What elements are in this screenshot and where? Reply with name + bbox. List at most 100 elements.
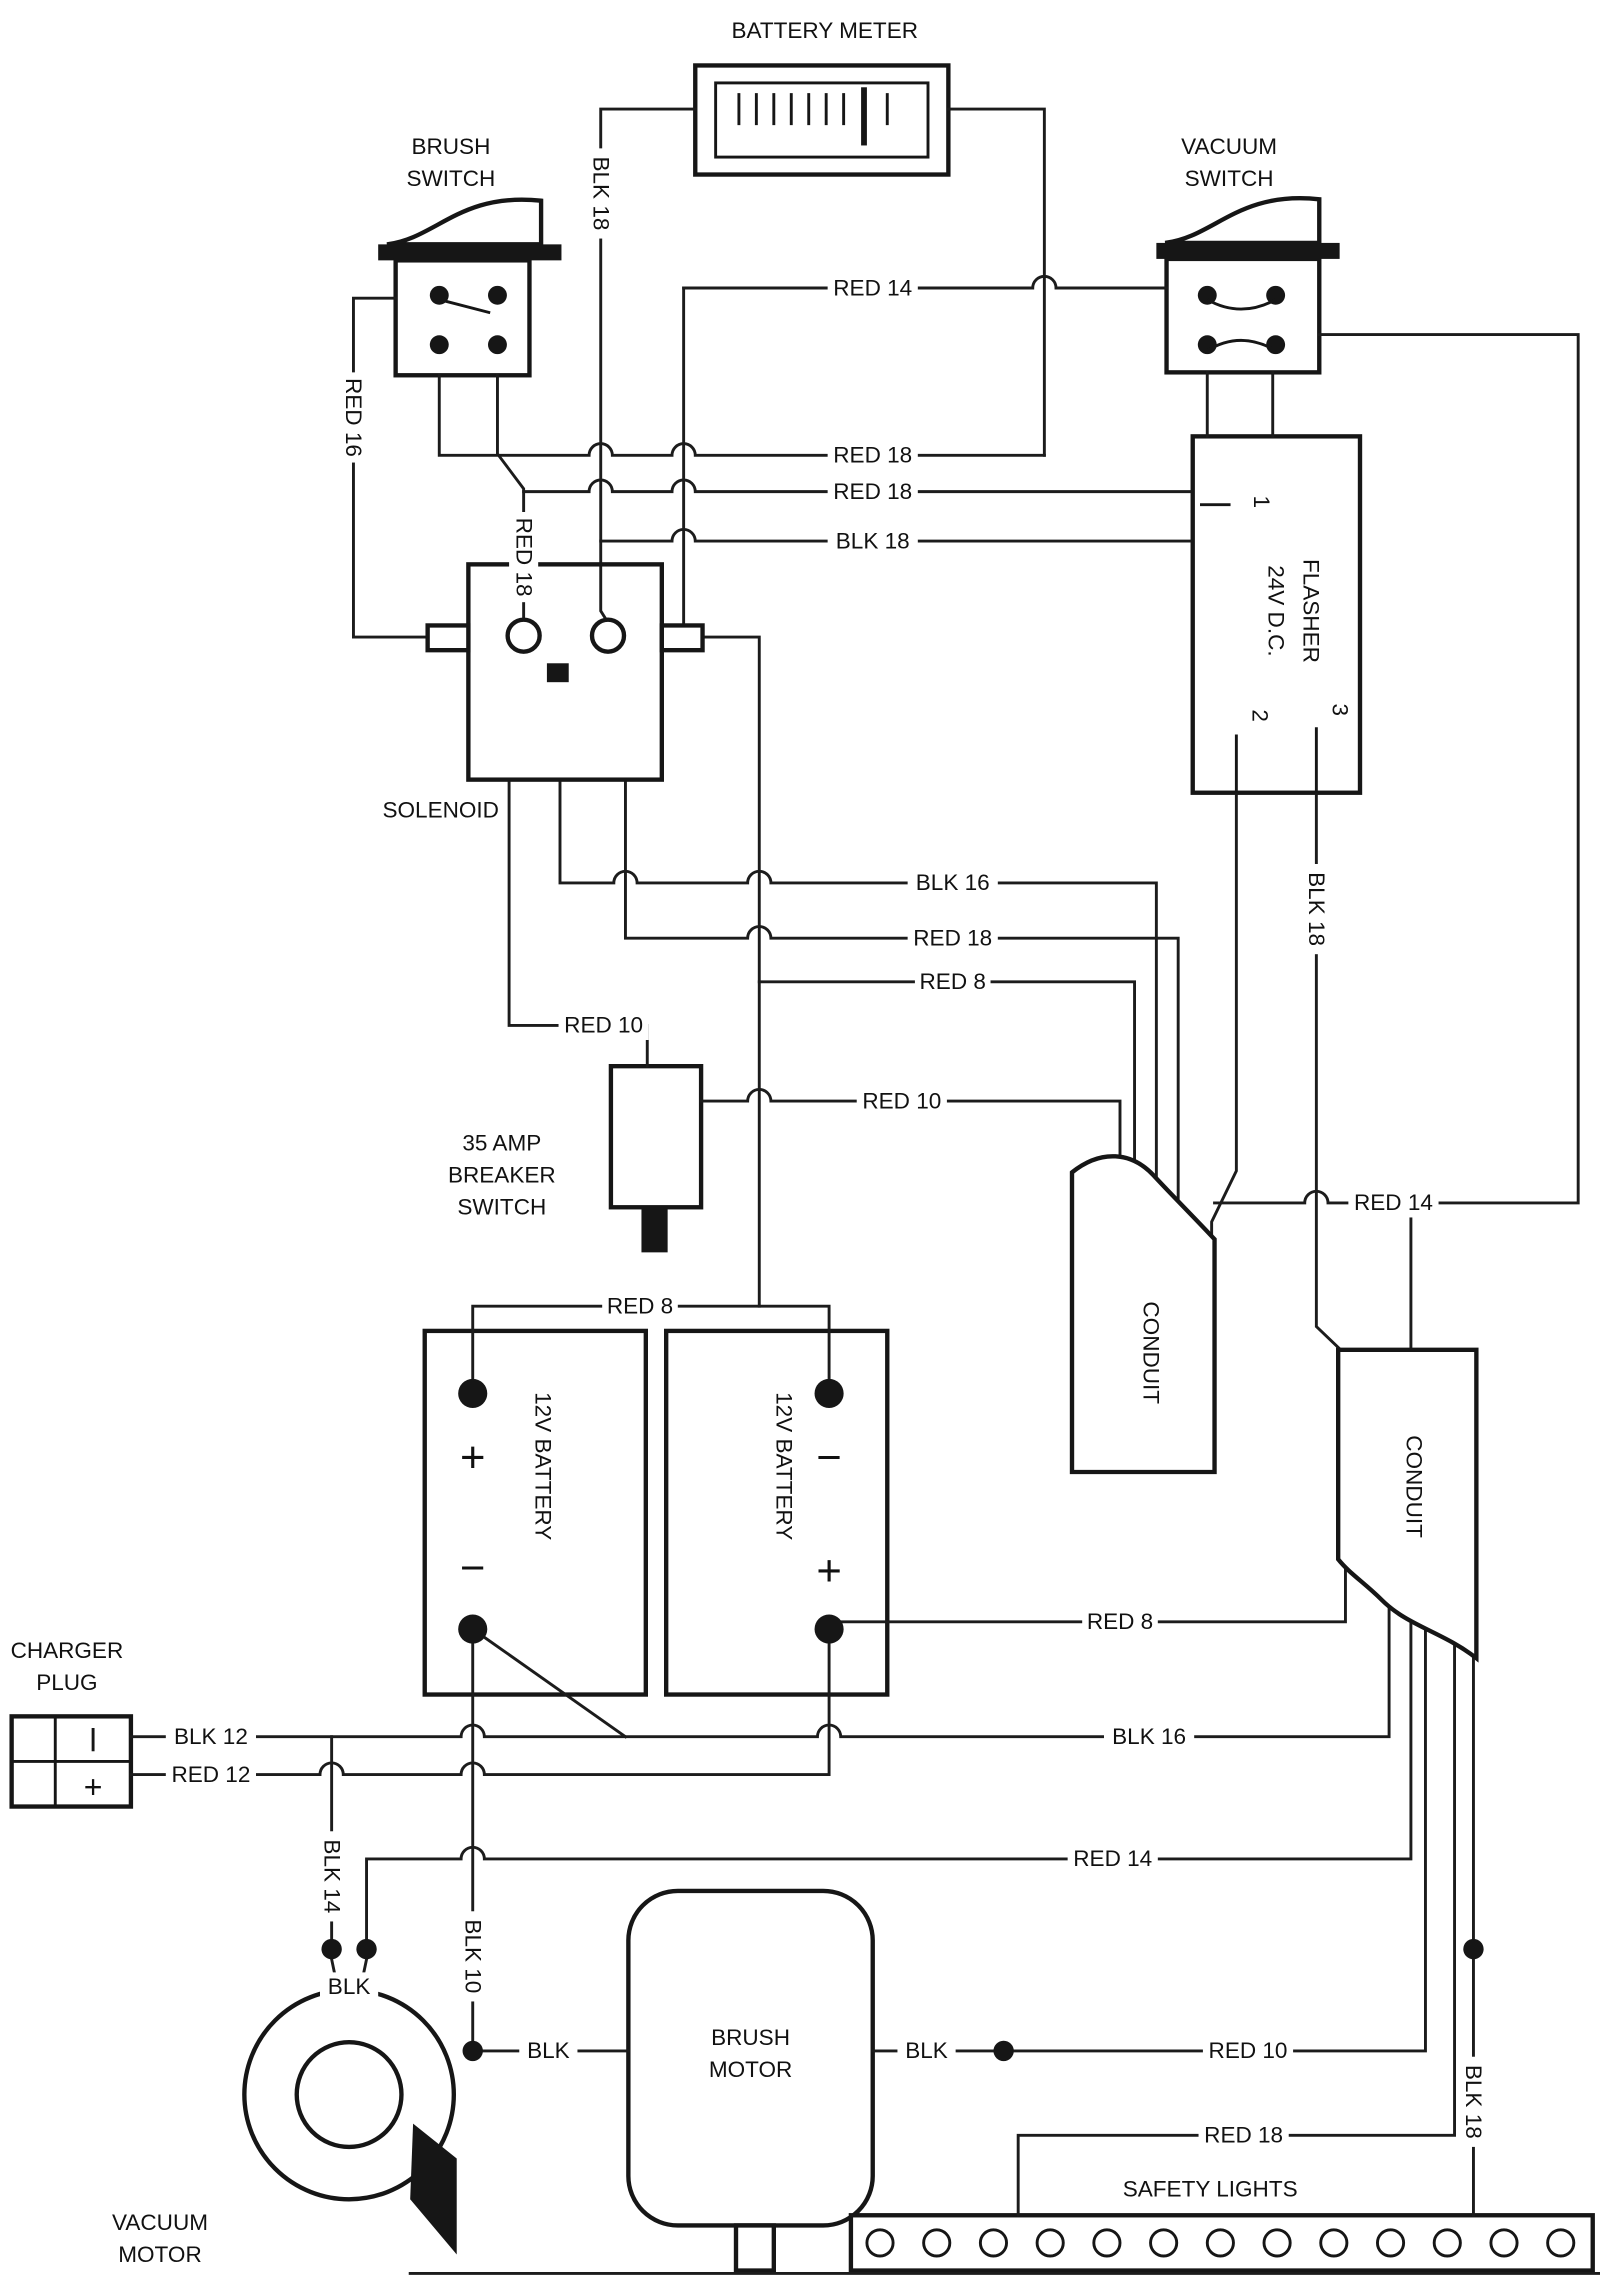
conduit-center-shape	[1069, 1154, 1217, 1475]
wire-label-blk16-low: BLK 16	[1104, 1722, 1195, 1752]
wire-label-red18-solenoid: RED 18	[509, 512, 539, 603]
svg-text:BLK 10: BLK 10	[460, 1919, 485, 1993]
wire-red18-mid	[624, 778, 1180, 1267]
svg-text:RED 8: RED 8	[607, 1293, 673, 1318]
junction-dot-blk18	[1463, 1938, 1484, 1960]
flasher-box	[1190, 434, 1363, 795]
flasher-terminal-2-label: 2	[1247, 709, 1272, 722]
svg-text:BLK: BLK	[905, 2038, 948, 2063]
battery-meter-needle	[861, 87, 867, 146]
wire-label-blk16-mid: BLK 16	[907, 868, 998, 898]
wire-label-blk-brush-l: BLK	[519, 2036, 578, 2066]
svg-text:RED 10: RED 10	[862, 1088, 941, 1113]
wire-label-blk18-lights: BLK 18	[1458, 2056, 1488, 2147]
wire-red14-top	[682, 274, 1168, 290]
junction-dot-brush-right	[993, 2040, 1014, 2062]
wire-label-blk18-flasher-in: BLK 18	[827, 526, 918, 556]
battery-meter-label: BATTERY METER	[731, 18, 918, 43]
wire-batt1-neg-diag	[470, 1627, 628, 1739]
wire-red14-low	[365, 1613, 1413, 1941]
battery2-bottom-sign: +	[816, 1547, 841, 1595]
solenoid-label: SOLENOID	[383, 797, 499, 822]
battery2-label: 12V BATTERY	[772, 1392, 797, 1540]
vacuum-switch-body	[1164, 256, 1322, 375]
charger-plug-plus: +	[84, 1769, 103, 1805]
svg-text:RED 18: RED 18	[913, 925, 992, 950]
svg-text:RED 18: RED 18	[511, 518, 536, 597]
junction-dot-brush-left	[462, 2040, 483, 2062]
battery-meter-inner	[714, 81, 930, 159]
wire-red8-trunk	[701, 635, 761, 1308]
brush-motor-label-1: BRUSH	[711, 2025, 790, 2050]
wire-label-red8-mid: RED 8	[914, 967, 991, 997]
wire-label-blk18-meter: BLK 18	[586, 148, 616, 239]
solenoid-terminal-1	[505, 617, 542, 654]
charger-plug-label-1: CHARGER	[11, 1638, 124, 1663]
svg-text:RED 18: RED 18	[1204, 2123, 1283, 2148]
svg-text:BLK 18: BLK 18	[1304, 872, 1329, 946]
wire-flasher-t2-out	[1210, 791, 1238, 1256]
breaker-label-3: SWITCH	[457, 1195, 546, 1220]
solenoid-tab-left	[425, 623, 471, 653]
vacuum-motor-wedge	[410, 2123, 457, 2255]
vacuum-switch-label-1: VACUUM	[1181, 134, 1277, 159]
wire-red16	[352, 296, 430, 639]
wire-blk16-mid	[558, 778, 1158, 1267]
flasher-label-2: FLASHER	[1298, 559, 1323, 663]
brush-switch-contacts	[429, 285, 507, 355]
breaker-label-1: 35 AMP	[462, 1131, 541, 1156]
svg-text:RED 18: RED 18	[833, 479, 912, 504]
vacuum-motor-label-2: MOTOR	[118, 2242, 201, 2267]
brush-switch-label-2: SWITCH	[406, 166, 495, 191]
wire-red18-a	[437, 373, 1046, 457]
vacuum-switch-contacts	[1197, 285, 1286, 355]
charger-plug-label-2: PLUG	[36, 1670, 97, 1695]
wire-label-blk10: BLK 10	[458, 1911, 488, 2002]
svg-text:BLK: BLK	[527, 2038, 570, 2063]
wire-label-red12: RED 12	[165, 1760, 256, 1790]
wire-red10-b	[699, 1088, 1122, 1267]
wire-label-red18-a: RED 18	[827, 440, 918, 470]
solenoid-block	[546, 663, 569, 683]
wire-label-red14-conduit: RED 14	[1348, 1188, 1439, 1218]
flasher-label-1: 24V D.C.	[1263, 565, 1288, 656]
safety-light-bulbs	[865, 2228, 1576, 2258]
wire-label-red8-batt-link: RED 8	[602, 1291, 678, 1321]
wire-label-red10-a: RED 10	[558, 1010, 649, 1040]
battery2-top-sign: −	[816, 1434, 841, 1482]
svg-text:BLK 18: BLK 18	[836, 528, 910, 553]
svg-text:RED 14: RED 14	[1073, 1846, 1152, 1871]
wire-label-blk-brush-r: BLK	[897, 2036, 956, 2066]
wire-meter-right	[946, 107, 1046, 457]
component-details	[91, 87, 1576, 2258]
wire-label-blk18-flasher-out: BLK 18	[1301, 864, 1331, 955]
breaker-stem	[641, 1207, 668, 1253]
battery-terminals	[458, 1378, 844, 1644]
vacuum-switch-bar	[1156, 242, 1340, 259]
brush-switch-bar	[378, 244, 562, 261]
vacuum-motor-dot-right	[356, 1938, 377, 1960]
svg-text:BLK: BLK	[328, 1974, 371, 1999]
svg-text:BLK 12: BLK 12	[174, 1724, 248, 1749]
vacuum-motor-inner	[294, 2040, 404, 2150]
svg-text:RED 14: RED 14	[833, 275, 912, 300]
flasher-terminal-1-label: 1	[1249, 496, 1274, 509]
labels: BATTERY METER BRUSH SWITCH VACUUM SWITCH…	[11, 18, 1488, 2267]
component-bodies	[9, 63, 1595, 2273]
wire-blk18-meter-left	[599, 107, 697, 625]
wire-label-red8-batt2: RED 8	[1082, 1607, 1158, 1637]
wire-blk-red10-brush-right	[871, 1613, 1427, 2053]
wire-label-red18-b: RED 18	[827, 477, 918, 507]
battery-meter-ticks	[737, 87, 889, 146]
breaker-label-2: BREAKER	[448, 1163, 556, 1188]
vacuum-motor-label-1: VACUUM	[112, 2210, 208, 2235]
battery1-bottom-sign: −	[460, 1545, 485, 1593]
svg-text:BLK 16: BLK 16	[916, 870, 990, 895]
wire-red18-b	[522, 478, 1192, 494]
safety-lights-label: SAFETY LIGHTS	[1123, 2176, 1298, 2201]
wire-label-red18-lights: RED 18	[1198, 2120, 1289, 2150]
svg-text:BLK 14: BLK 14	[319, 1839, 344, 1913]
vacuum-motor-dot-left	[321, 1938, 342, 1960]
wire-vacuum-switch-to-flasher	[1205, 370, 1275, 438]
